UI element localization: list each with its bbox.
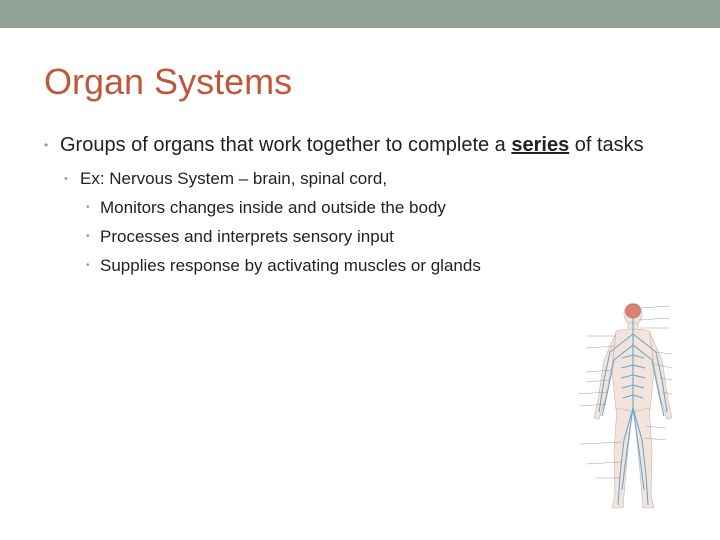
sub-bullet-1: • Monitors changes inside and outside th… [86,197,684,219]
bullet-glyph: • [86,260,90,271]
bullet-level2: • Ex: Nervous System – brain, spinal cor… [64,168,684,190]
bullet1-text-start: Groups of organs that work together to c… [60,134,512,156]
sub-bullet-3: • Supplies response by activating muscle… [86,255,684,277]
leader-lines [577,305,673,479]
nerve-lines [598,318,668,506]
bullet1-emphasis: series [511,134,570,156]
sub-bullet-text: Processes and interprets sensory input [100,227,394,246]
header-band [0,0,720,28]
sub-bullet-2: • Processes and interprets sensory input [86,226,684,248]
bullet1-text-end: of tasks [569,134,644,156]
bullet-glyph: • [44,138,49,152]
bullet2-text: Ex: Nervous System – brain, spinal cord, [80,169,388,188]
bullet-glyph: • [86,231,90,242]
slide-title: Organ Systems [44,61,293,102]
sub-bullet-text: Supplies response by activating muscles … [100,256,481,275]
sub-bullet-text: Monitors changes inside and outside the … [100,198,446,217]
brain-shape [625,303,641,319]
nervous-system-illustration [566,300,700,512]
bullet-level1: • Groups of organs that work together to… [44,132,684,158]
bullet-glyph: • [64,173,68,185]
bullet-list: • Groups of organs that work together to… [44,132,684,277]
bullet-glyph: • [86,202,90,213]
nervous-system-diagram [577,302,673,509]
